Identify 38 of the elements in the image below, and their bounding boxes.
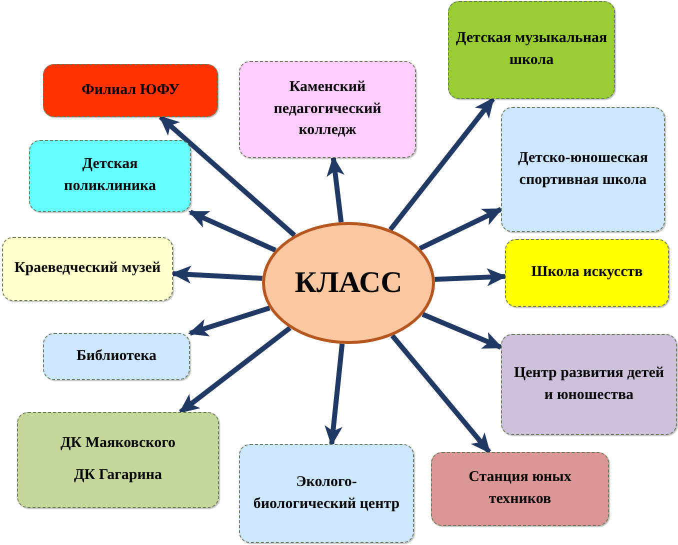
- node-label: Филиал ЮФУ: [81, 80, 180, 100]
- arrow: [178, 326, 292, 414]
- node-label: Школа искусств: [531, 263, 643, 282]
- arrow: [422, 312, 503, 350]
- org-box: [448, 1, 615, 99]
- arrow: [434, 268, 507, 286]
- org-box: [43, 64, 218, 117]
- org-box: [431, 452, 609, 526]
- node-label: Станция юных техников: [468, 468, 572, 509]
- node-label: Детская музыкальная школа: [455, 29, 608, 70]
- node-label: Детско-юношеская спортивная школа: [516, 148, 650, 190]
- arrow: [188, 306, 270, 336]
- arrow: [188, 210, 277, 253]
- node-label: ДК Гагарина: [74, 466, 162, 485]
- arrow: [324, 344, 345, 446]
- arrow: [326, 156, 344, 223]
- node-label: Детская поликлиника: [63, 155, 157, 196]
- node-label: Эколого-биологический центр: [252, 472, 401, 514]
- arrow: [390, 334, 492, 454]
- node-label: КЛАСС: [294, 265, 402, 302]
- arrow: [171, 266, 262, 284]
- org-box: [505, 239, 669, 307]
- node-label: Каменский педагогический колледж: [272, 78, 382, 140]
- org-box: [501, 107, 665, 232]
- arrow: [388, 97, 495, 232]
- arrow: [158, 115, 296, 238]
- org-box: [2, 237, 173, 301]
- org-box: [29, 140, 191, 212]
- org-box: [43, 333, 190, 380]
- node-label: Центр развития детей и юношества: [512, 364, 665, 404]
- node-label: Библиотека: [76, 346, 156, 366]
- org-box: [239, 61, 416, 158]
- node-label: ДК Маяковского: [60, 434, 176, 454]
- arrow: [418, 206, 503, 251]
- org-box: [239, 444, 414, 543]
- node-label: Краеведческий музей: [14, 259, 161, 278]
- org-box: [501, 334, 677, 435]
- org-box: [17, 412, 219, 508]
